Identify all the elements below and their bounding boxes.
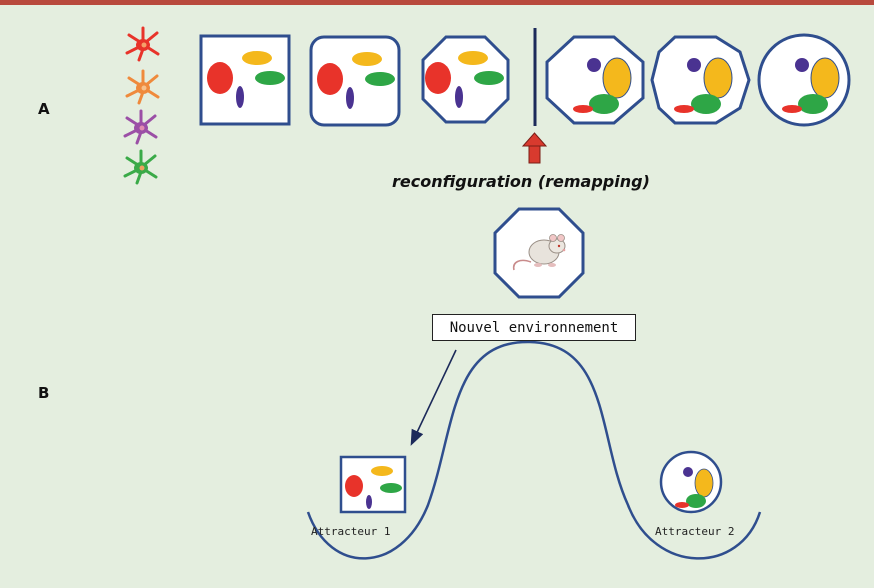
attractor-1-arena — [339, 455, 407, 514]
attractor-1-label: Attracteur 1 — [311, 525, 391, 538]
new-environment-label: Nouvel environnement — [432, 314, 636, 341]
panel-b-label: B — [38, 384, 50, 402]
attractor-2-arena — [659, 450, 723, 514]
arena-circle-remapped — [757, 33, 851, 127]
remapping-label: reconfiguration (remapping) — [392, 172, 650, 191]
pointer-arrow — [410, 349, 457, 446]
arena-octagon — [421, 35, 510, 124]
neuron-green-icon — [123, 149, 158, 185]
neuron-red-icon — [125, 26, 160, 62]
arena-square — [199, 34, 291, 126]
remap-arrow-icon — [521, 132, 548, 164]
arena-octagon-remapped — [545, 35, 645, 125]
panel-a-label: A — [38, 100, 50, 118]
energy-landscape-curve — [306, 340, 762, 560]
neuron-purple-icon — [123, 109, 158, 145]
arena-decagon-remapped — [650, 35, 751, 125]
neuron-orange-icon — [125, 69, 160, 105]
arena-rounded-square — [309, 35, 401, 127]
attractor-2-label: Attracteur 2 — [655, 525, 735, 538]
top-accent-bar — [0, 0, 874, 5]
rat-icon — [512, 234, 566, 271]
